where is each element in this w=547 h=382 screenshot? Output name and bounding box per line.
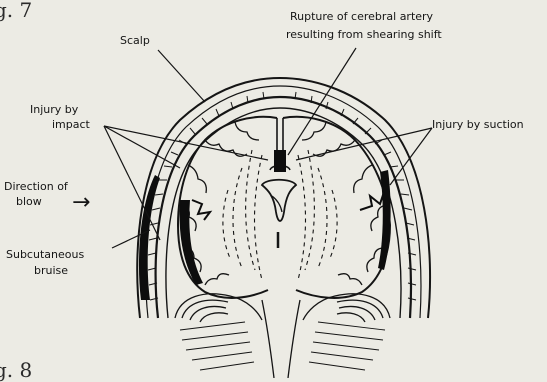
- artery-rupture-mark: [274, 150, 286, 172]
- label-scalp: Scalp: [120, 34, 150, 47]
- label-subcutaneous-line1: Subcutaneous: [6, 248, 84, 261]
- ventricle: [262, 180, 296, 221]
- label-injury-impact-line2: impact: [52, 118, 90, 131]
- label-direction-line2: blow: [16, 195, 42, 208]
- label-rupture-line2: resulting from shearing shift: [286, 28, 442, 41]
- label-direction-line1: Direction of: [4, 180, 68, 193]
- label-injury-suction: Injury by suction: [432, 118, 524, 131]
- label-rupture-line1: Rupture of cerebral artery: [290, 10, 433, 23]
- direction-arrow-icon: →: [72, 192, 90, 214]
- suction-injury-mark: [378, 170, 391, 270]
- label-injury-impact-line1: Injury by: [30, 103, 78, 116]
- label-subcutaneous-line2: bruise: [34, 264, 68, 277]
